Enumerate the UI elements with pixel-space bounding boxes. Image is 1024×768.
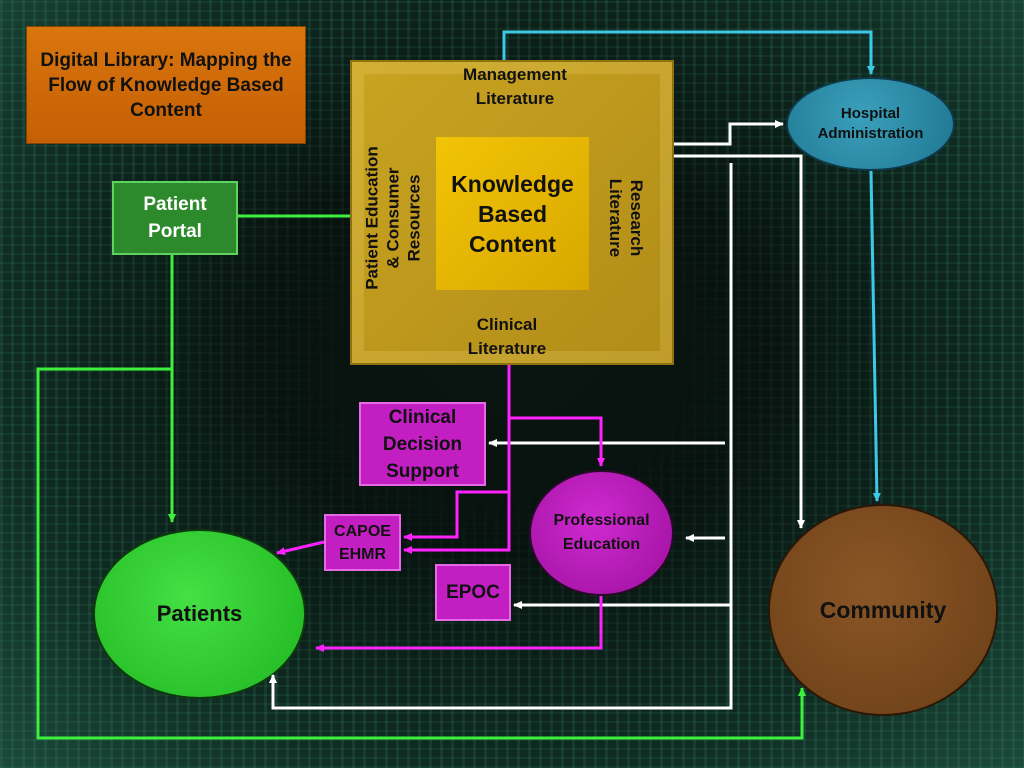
clinical-decision-support-box: Clinical Decision Support: [359, 402, 486, 486]
capoe-ehmr-box: CAPOE EHMR: [324, 514, 401, 571]
diagram-title: Digital Library: Mapping the Flow of Kno…: [40, 49, 292, 121]
knowledge-based-content: Knowledge Based Content: [436, 137, 589, 290]
research-literature-label: Research Literature: [606, 178, 646, 258]
clinical-literature-label: Clinical Literature: [467, 315, 547, 358]
management-literature-label: Management Literature: [463, 65, 567, 108]
research-literature-label-wrap: Research Literature: [597, 168, 655, 268]
epoc-box: EPOC: [435, 564, 511, 621]
professional-education-ellipse: Professional Education: [529, 470, 674, 596]
title-box: Digital Library: Mapping the Flow of Kno…: [26, 26, 306, 144]
patients-ellipse: Patients: [93, 529, 306, 699]
patient-education-label: Patient Education & Consumer Resources: [362, 146, 424, 290]
patient-portal-box: Patient Portal: [112, 181, 238, 255]
community-ellipse: Community: [768, 504, 998, 716]
patient-education-label-wrap: Patient Education & Consumer Resources: [357, 133, 429, 303]
hospital-administration-ellipse: Hospital Administration: [786, 77, 955, 171]
